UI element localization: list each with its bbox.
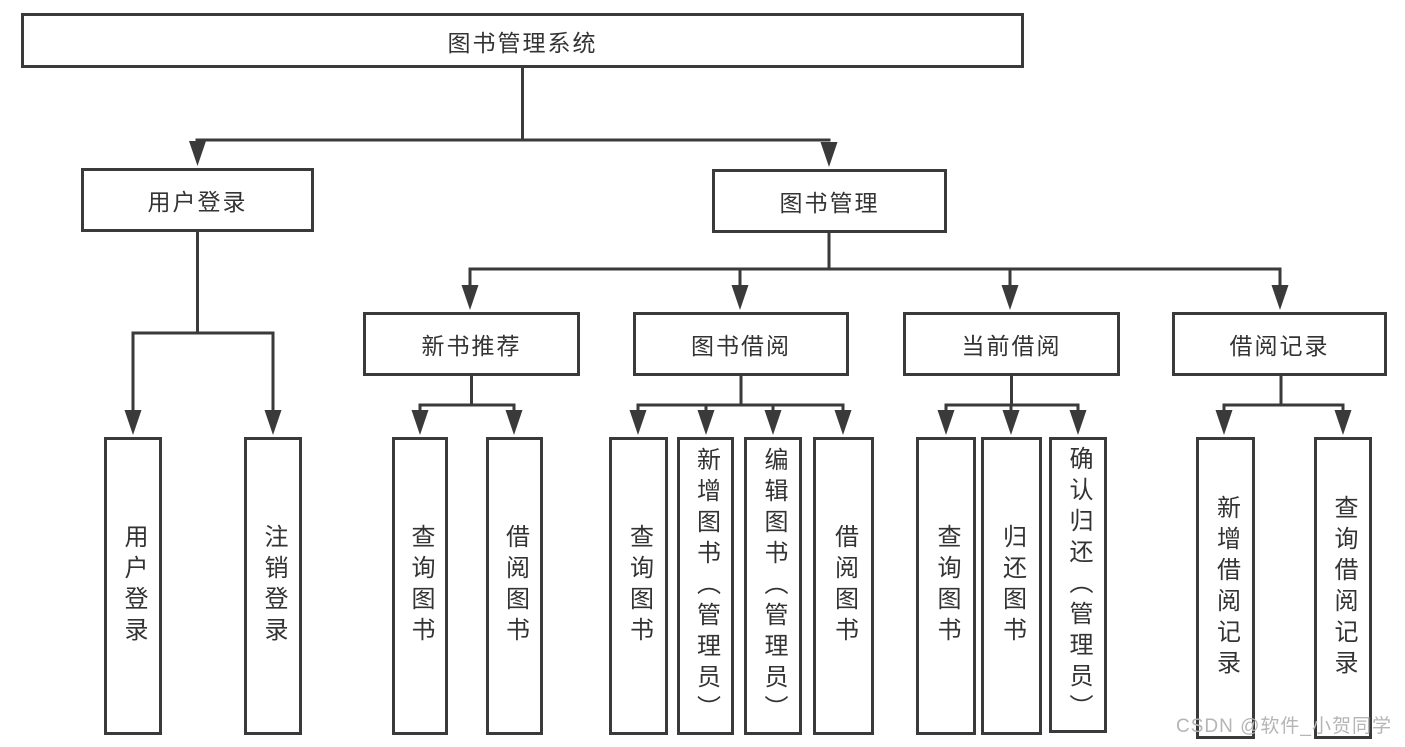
leaf-borrow-add-books-admin: 新增图书（管理员） bbox=[677, 437, 734, 735]
leaf-borrow-query-books: 查询图书 bbox=[609, 437, 668, 735]
node-borrow-record: 借阅记录 bbox=[1172, 312, 1387, 376]
node-label: 借阅图书 bbox=[830, 524, 858, 648]
node-label: 查询借阅记录 bbox=[1330, 495, 1357, 681]
leaf-borrow-edit-books-admin: 编辑图书（管理员） bbox=[744, 437, 802, 735]
node-label: 确认归还（管理员） bbox=[1065, 445, 1092, 725]
arrow-down-icon bbox=[697, 410, 715, 435]
arrow-down-icon bbox=[1215, 410, 1233, 435]
leaf-current-confirm-return-admin: 确认归还（管理员） bbox=[1049, 437, 1107, 733]
node-label: 借阅记录 bbox=[1229, 333, 1330, 359]
node-book-borrow: 图书借阅 bbox=[633, 312, 849, 376]
connector-record-branch bbox=[1222, 375, 1345, 413]
leaf-logout: 注销登录 bbox=[244, 437, 302, 735]
leaf-newbook-borrow-books: 借阅图书 bbox=[486, 437, 543, 735]
arrow-down-icon bbox=[461, 285, 479, 310]
leaf-user-login: 用户登录 bbox=[104, 437, 162, 735]
connector-management-branch bbox=[468, 232, 1282, 288]
node-label: 用户登录 bbox=[120, 524, 147, 648]
node-label: 注销登录 bbox=[260, 524, 287, 648]
node-user-login: 用户登录 bbox=[81, 168, 314, 232]
arrow-down-icon bbox=[834, 410, 852, 435]
arrow-down-icon bbox=[1001, 285, 1019, 310]
node-label: 用户登录 bbox=[147, 189, 248, 215]
node-label: 借阅图书 bbox=[501, 524, 529, 648]
arrow-down-icon bbox=[1334, 410, 1352, 435]
node-label: 新增图书（管理员） bbox=[692, 446, 720, 726]
arrow-down-icon bbox=[1271, 285, 1289, 310]
node-current-borrow: 当前借阅 bbox=[903, 312, 1120, 376]
node-label: 新书推荐 bbox=[421, 333, 522, 359]
connector-root-to-level2 bbox=[195, 66, 831, 142]
node-label: 查询图书 bbox=[407, 524, 434, 648]
leaf-current-query-books: 查询图书 bbox=[916, 437, 976, 735]
leaf-newbook-query-books: 查询图书 bbox=[392, 437, 448, 735]
node-label: 图书管理系统 bbox=[447, 29, 598, 56]
arrow-down-icon bbox=[411, 410, 429, 435]
arrow-down-icon bbox=[124, 410, 142, 435]
arrow-down-icon bbox=[937, 410, 955, 435]
arrow-down-icon bbox=[264, 410, 282, 435]
node-label: 查询图书 bbox=[933, 524, 960, 648]
node-label: 新增借阅记录 bbox=[1212, 495, 1240, 681]
node-label: 图书管理 bbox=[779, 190, 880, 216]
arrow-down-icon bbox=[505, 410, 523, 435]
leaf-record-query-record: 查询借阅记录 bbox=[1314, 437, 1372, 739]
node-label: 当前借阅 bbox=[961, 333, 1062, 359]
connector-login-branch bbox=[131, 231, 275, 412]
arrow-down-icon bbox=[1069, 410, 1087, 435]
arrow-down-icon bbox=[1002, 410, 1020, 435]
leaf-current-return-books: 归还图书 bbox=[981, 437, 1042, 735]
node-book-management: 图书管理 bbox=[712, 169, 947, 233]
leaf-record-add-record: 新增借阅记录 bbox=[1196, 437, 1255, 739]
connector-borrow-branch bbox=[636, 375, 845, 413]
csdn-watermark: CSDN @软件_小贺同学 bbox=[1176, 716, 1392, 737]
arrow-down-icon bbox=[731, 285, 749, 310]
node-label: 图书借阅 bbox=[691, 333, 791, 359]
node-label: 归还图书 bbox=[998, 524, 1026, 648]
arrow-down-icon bbox=[189, 141, 206, 166]
node-label: 编辑图书（管理员） bbox=[760, 446, 787, 726]
node-label: 查询图书 bbox=[625, 524, 653, 648]
connector-newbook-branch bbox=[418, 375, 516, 413]
node-root-system: 图书管理系统 bbox=[21, 13, 1024, 68]
arrow-down-icon bbox=[820, 142, 838, 167]
arrow-down-icon bbox=[629, 410, 647, 435]
connector-current-branch bbox=[944, 375, 1080, 413]
arrow-down-icon bbox=[764, 410, 782, 435]
leaf-borrow-borrow-books: 借阅图书 bbox=[813, 437, 874, 735]
node-new-book-recommend: 新书推荐 bbox=[363, 312, 580, 376]
